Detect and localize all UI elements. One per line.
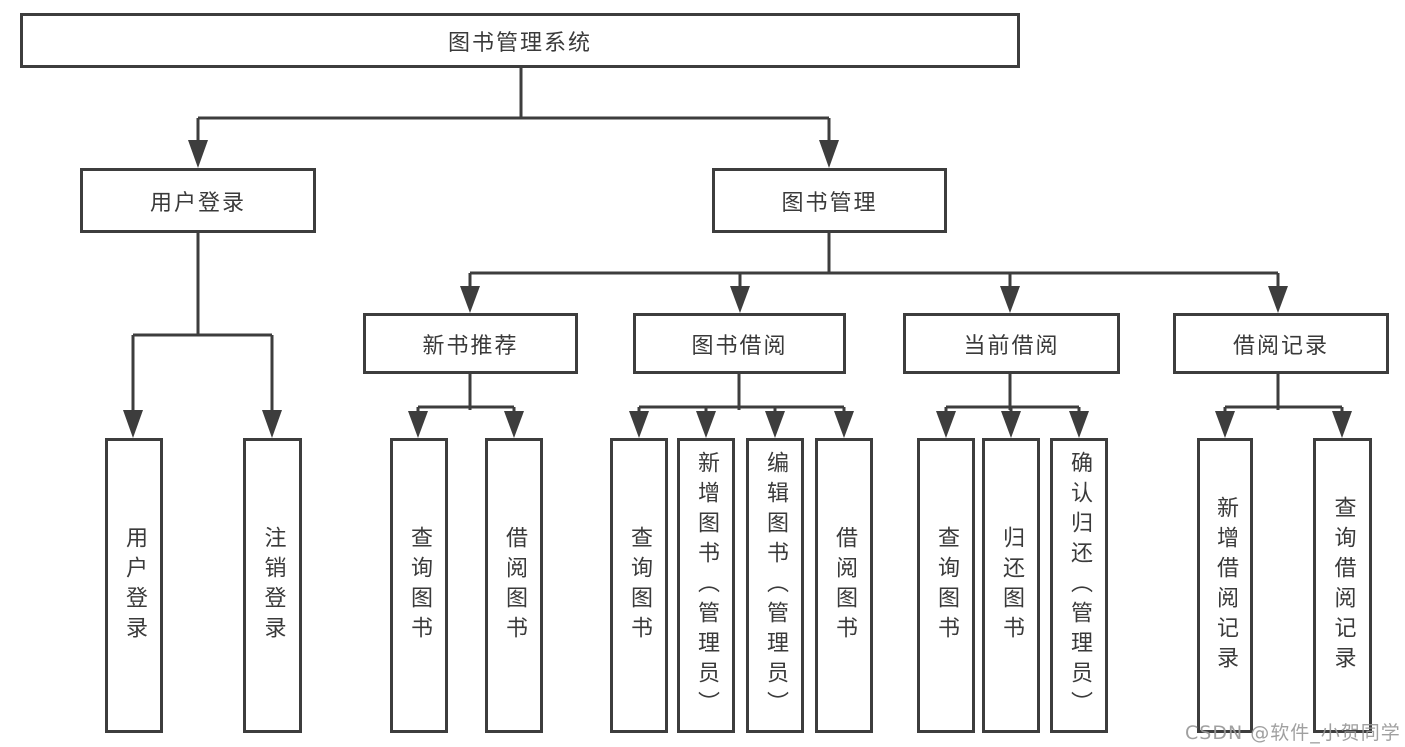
node-new-book-recommend: 新书推荐 [363,313,578,374]
node-leaf-user-login: 用户登录 [105,438,163,733]
node-leaf-query-book-current: 查询图书 [917,438,975,733]
node-leaf-confirm-return-admin: 确认归还（管理员） [1050,438,1108,733]
node-book-management: 图书管理 [712,168,947,233]
csdn-watermark: CSDN @软件_小贺同学 [1185,722,1401,744]
node-library-system: 图书管理系统 [20,13,1020,68]
node-leaf-query-book-borrow: 查询图书 [610,438,668,733]
node-user-login: 用户登录 [80,168,316,233]
node-leaf-borrow-book: 借阅图书 [815,438,873,733]
node-leaf-query-book-recommend: 查询图书 [390,438,448,733]
node-leaf-add-book-admin: 新增图书（管理员） [677,438,735,733]
node-leaf-edit-book-admin: 编辑图书（管理员） [746,438,804,733]
arrow-down-icons [123,140,1352,438]
node-book-borrow: 图书借阅 [633,313,846,374]
node-leaf-query-borrow-record: 查询借阅记录 [1313,438,1372,733]
connector-segments [131,68,1344,416]
node-borrow-record: 借阅记录 [1173,313,1389,374]
node-current-borrow: 当前借阅 [903,313,1120,374]
node-leaf-logout: 注销登录 [243,438,302,733]
node-leaf-borrow-book-recommend: 借阅图书 [485,438,543,733]
node-leaf-return-book: 归还图书 [982,438,1040,733]
node-leaf-add-borrow-record: 新增借阅记录 [1197,438,1253,733]
